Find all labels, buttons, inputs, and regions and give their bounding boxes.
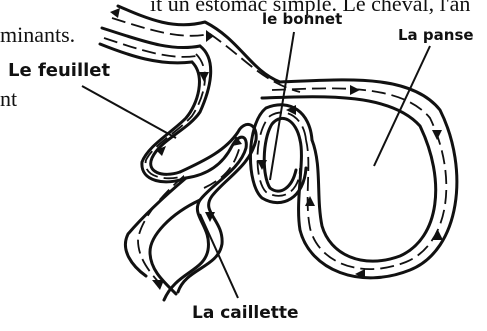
panse-leader-line bbox=[374, 46, 430, 166]
bonnet-compartment bbox=[250, 105, 312, 203]
caillette-compartment bbox=[125, 124, 256, 300]
flow-arrows bbox=[110, 8, 443, 290]
bonnet-label: le bonnet bbox=[262, 10, 342, 28]
feuillet-label: Le feuillet bbox=[8, 60, 110, 81]
caillette-label: La caillette bbox=[192, 303, 299, 323]
panse-label: La panse bbox=[398, 26, 474, 44]
feuillet-leader-line bbox=[82, 86, 176, 138]
